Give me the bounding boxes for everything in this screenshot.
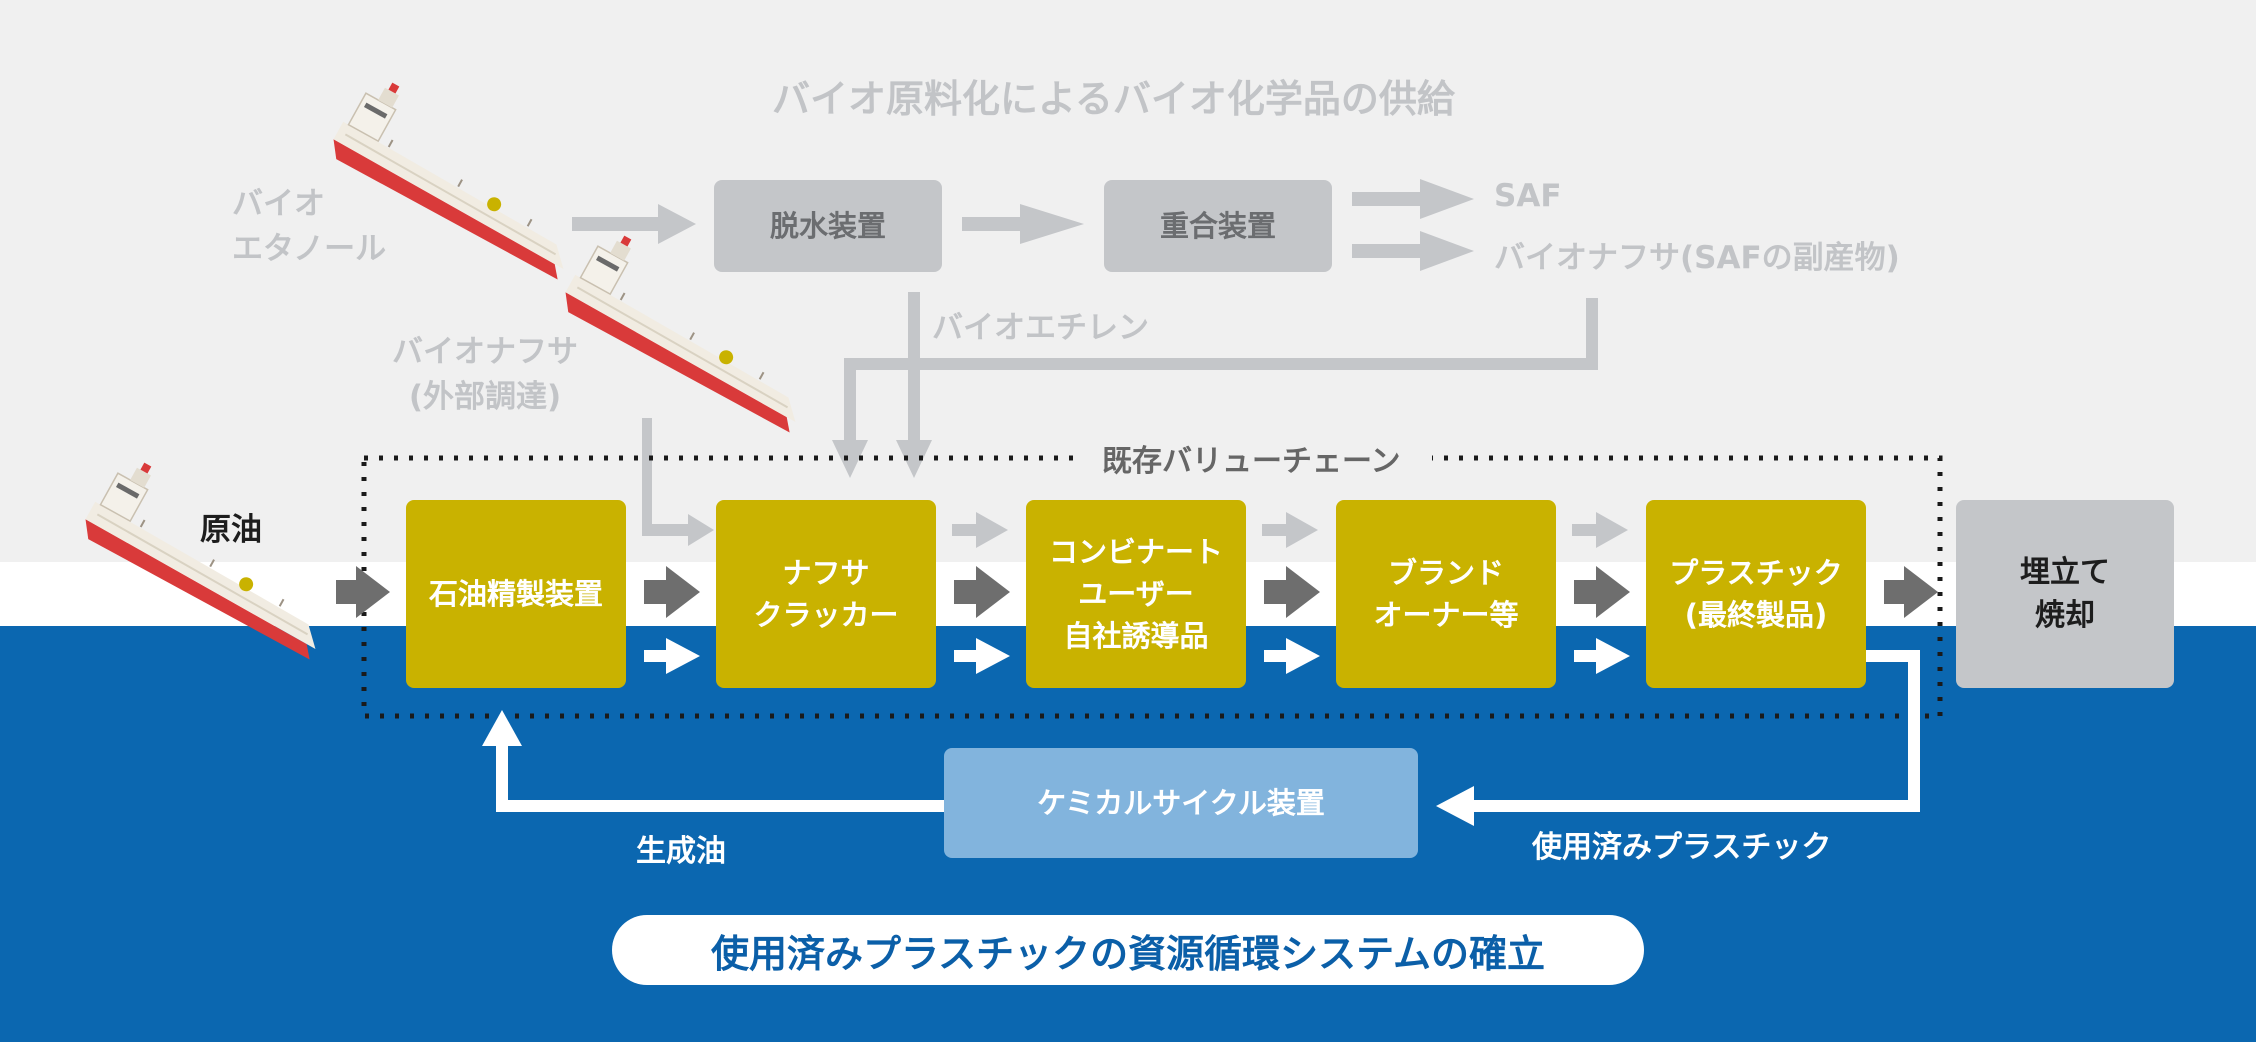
naphtha-cracker-box: ナフサ クラッカー	[716, 500, 936, 688]
used-plastic-label: 使用済みプラスチック	[1532, 830, 1832, 865]
bio-arrows	[572, 179, 1628, 548]
bio-ethylene-label: バイオエチレン	[932, 310, 1149, 346]
oil-refinery-box: 石油精製装置	[406, 500, 626, 688]
bio-ethanol-label: バイオ エタノール	[232, 186, 387, 267]
landfill-incineration-box: 埋立て 焼却	[1956, 500, 2174, 688]
saf-label: SAF	[1494, 178, 1562, 214]
bio-naphtha-external-label: バイオナフサ (外部調達)	[392, 334, 578, 415]
value-chain-label: 既存バリューチェーン	[1102, 444, 1401, 479]
polymerization-unit: 重合装置	[1104, 180, 1332, 272]
bio-naphtha-byproduct-label: バイオナフサ(SAFの副産物)	[1494, 240, 1900, 276]
dehydration-unit: 脱水装置	[714, 180, 942, 272]
brand-owner-box: ブランド オーナー等	[1336, 500, 1556, 688]
complex-user-box: コンビナート ユーザー 自社誘導品	[1026, 500, 1246, 688]
plastic-product-box: プラスチック (最終製品)	[1646, 500, 1866, 688]
chemical-recycling-unit: ケミカルサイクル装置	[944, 748, 1418, 858]
produced-oil-label: 生成油	[636, 834, 726, 869]
resource-circulation-banner: 使用済みプラスチックの資源循環システムの確立	[612, 915, 1644, 985]
ship-icon-crude-oil	[76, 450, 356, 663]
recycle-flow-arrows	[482, 638, 1920, 826]
main-flow-arrows	[336, 566, 1938, 618]
crude-oil-label: 原油	[200, 512, 262, 548]
section-title: バイオ原料化によるバイオ化学品の供給	[772, 77, 1455, 121]
